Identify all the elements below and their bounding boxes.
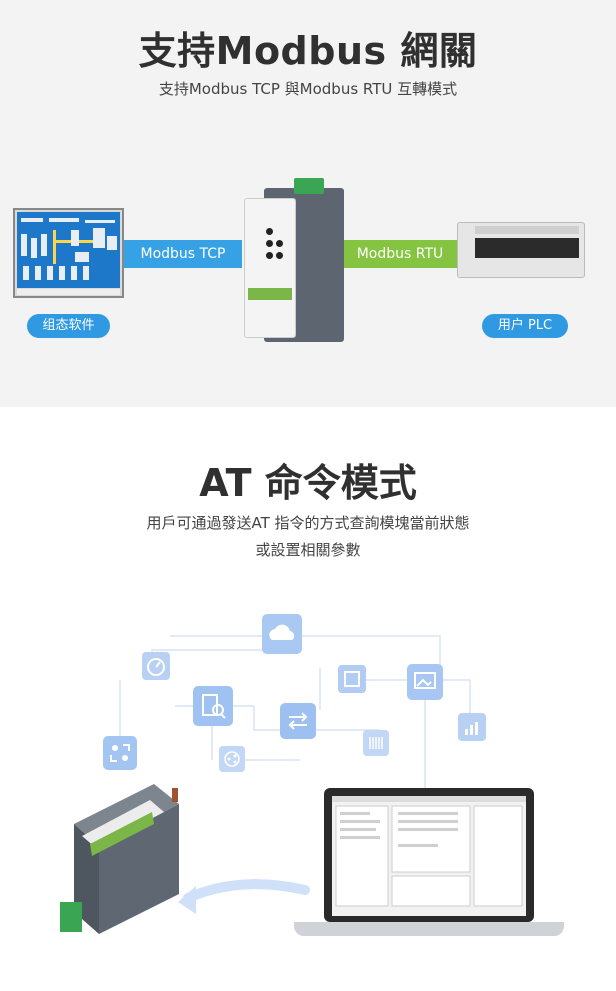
subtitle-line-1: 用戶可通過發送AT 指令的方式查詢模塊當前狀態 [146,514,470,532]
subtitle-line-2: 或設置相關參數 [255,541,361,559]
transfer-icon [280,703,316,739]
gateway-device-image [244,178,344,344]
modbus-tcp-band: Modbus TCP [124,240,242,268]
share-icon [219,746,245,772]
config-software-pill: 组态软件 [27,314,110,338]
chart-up-icon [458,713,486,741]
plc-image [457,222,585,280]
config-tool-screenshot [332,796,526,916]
image-settings-icon [407,664,443,700]
search-doc-icon [193,686,233,726]
section-title-modbus: 支持Modbus 網關 [138,29,478,73]
gauge-icon [142,652,170,680]
user-plc-pill: 用户 PLC [482,314,568,338]
cloud-icon [262,614,302,654]
modbus-gateway-section: 支持Modbus 網關 支持Modbus TCP 與Modbus RTU 互轉模… [0,0,616,407]
modbus-rtu-band: Modbus RTU [341,240,459,268]
section-subtitle-modbus: 支持Modbus TCP 與Modbus RTU 互轉模式 [158,80,458,98]
gateway-device-3d-image [54,784,184,944]
section-title-at: AT 命令模式 [199,461,417,505]
section-subtitle-at: 用戶可通過發送AT 指令的方式查詢模塊當前狀態 或設置相關參數 [60,510,556,564]
laptop-image [294,788,564,948]
users-icon [103,736,137,770]
chip-icon [338,665,366,693]
scada-software-image [13,208,124,298]
barcode-icon [363,730,389,756]
